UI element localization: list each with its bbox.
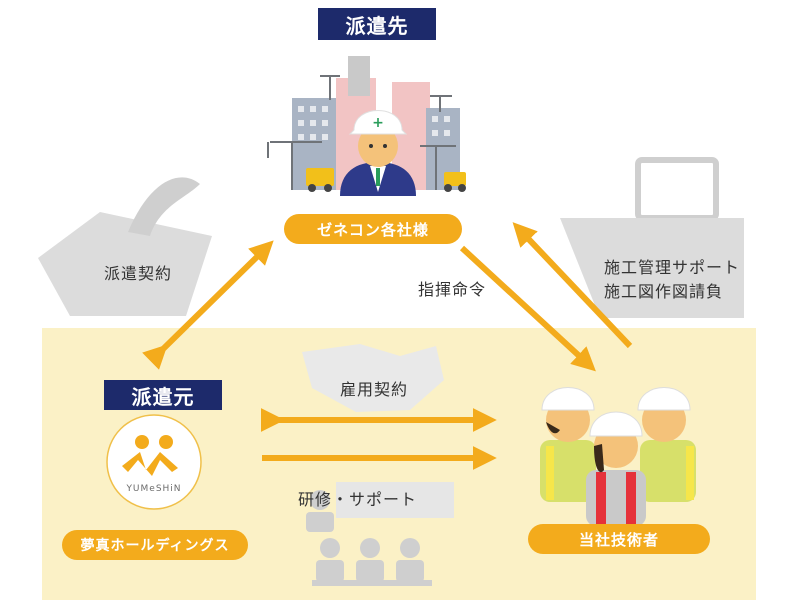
support-label-line1: 施工管理サポート <box>604 258 741 277</box>
engineers-pill: 当社技術者 <box>528 524 710 554</box>
construction-vehicle-icon <box>306 168 466 192</box>
dispatcher-title: 派遣元 <box>104 380 222 410</box>
laptop-icon <box>560 157 744 318</box>
logo-figures-icon <box>122 435 178 476</box>
svg-text:+: + <box>372 115 384 131</box>
support-arrow <box>512 222 633 349</box>
engineer-worker-icon <box>586 411 646 526</box>
training-classroom-icon <box>306 482 454 586</box>
client-pill: ゼネコン各社様 <box>284 214 462 244</box>
dispatcher-pill: 夢真ホールディングス <box>62 530 248 560</box>
handshake-icon <box>302 344 444 412</box>
engineer-worker-icon <box>637 387 696 502</box>
client-worker-icon: + <box>340 110 416 196</box>
command-arrow <box>459 245 596 372</box>
crane-icon <box>267 75 456 190</box>
client-title: 派遣先 <box>318 8 436 40</box>
support-label-line2: 施工図作図請負 <box>604 282 724 301</box>
dispatch-contract-label: 派遣契約 <box>104 264 173 283</box>
dispatch-contract-arrow <box>142 240 274 370</box>
logo-text: YUMeSHiN <box>126 484 182 494</box>
training-label: 研修・サポート <box>298 490 418 509</box>
engineer-worker-icon <box>540 387 596 502</box>
employment-contract-label: 雇用契約 <box>340 380 409 399</box>
command-label: 指揮命令 <box>418 280 487 299</box>
